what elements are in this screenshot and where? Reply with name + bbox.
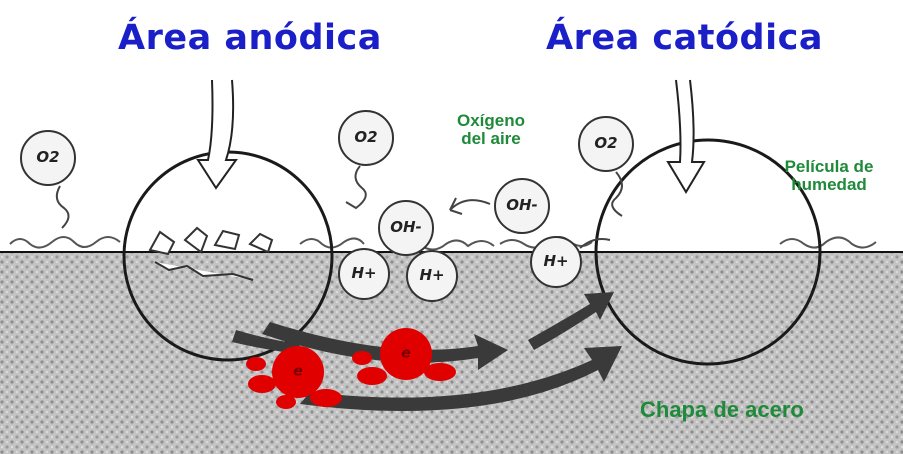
o2-left-label: O2	[36, 150, 59, 166]
oh-transfer-arrow	[450, 198, 490, 214]
moisture-film-label: Película de humedad	[760, 158, 898, 194]
moisture-film-line-1: Película de	[760, 158, 898, 176]
anodic-area-title: Área anódica	[118, 20, 382, 57]
anodic-pointer-arrow	[198, 80, 236, 188]
moisture-film	[10, 237, 876, 250]
oh-right-label: OH-	[506, 198, 538, 214]
steel-sheet-label: Chapa de acero	[640, 398, 804, 421]
o2-middle-descent-arrow	[346, 166, 366, 208]
air-oxygen-line-1: Oxígeno	[436, 112, 546, 130]
o2-left-descent-arrow	[57, 186, 69, 228]
air-oxygen-line-2: del aire	[436, 130, 546, 148]
h-middle-label: H+	[419, 268, 444, 284]
electron-1-label: e	[293, 365, 303, 380]
h-right-label: H+	[543, 254, 568, 270]
oh-left-label: OH-	[390, 220, 422, 236]
h-left-label: H+	[351, 266, 376, 282]
o2-right-label: O2	[594, 136, 617, 152]
o2-middle-label: O2	[354, 130, 377, 146]
moisture-film-line-2: humedad	[760, 176, 898, 194]
cathodic-area-title: Área catódica	[546, 20, 823, 57]
air-oxygen-label: Oxígeno del aire	[436, 112, 546, 148]
cathodic-pointer-arrow	[668, 80, 704, 192]
electron-2-label: e	[401, 347, 411, 362]
